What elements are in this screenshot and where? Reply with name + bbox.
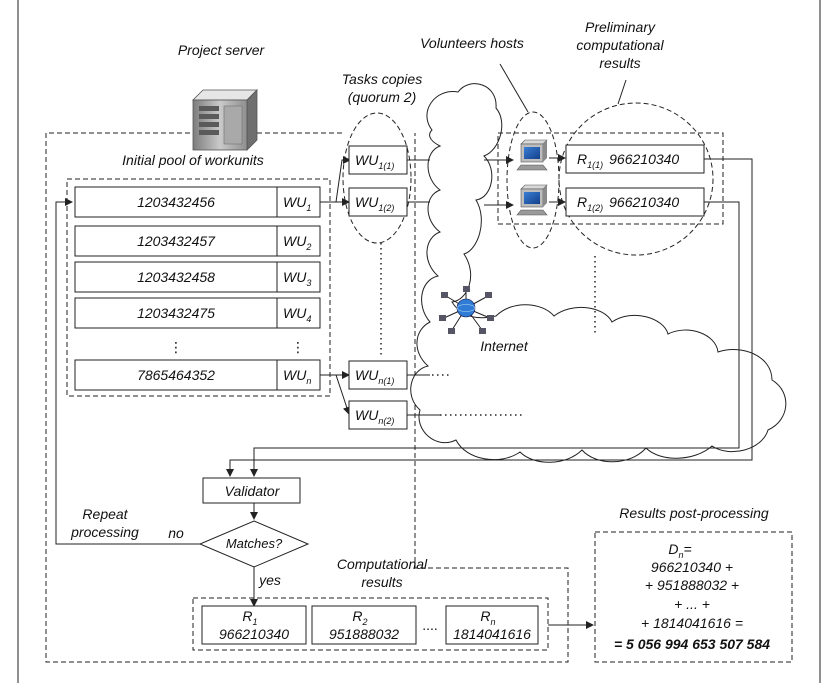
tasks-copies-label-2: (quorum 2) <box>348 89 416 105</box>
task-copy-label: WU1(2) <box>355 194 394 213</box>
task-copy-label: WU1(1) <box>355 152 394 171</box>
pool-row: 1203432456 WU1 <box>74 186 321 218</box>
pool-wu: WUn <box>283 367 311 386</box>
pool-wu: WU4 <box>283 305 311 324</box>
postprocessing-label: Results post-processing <box>619 505 769 521</box>
preliminary-label-2: computational <box>576 37 664 53</box>
matches-label: Matches? <box>226 536 283 551</box>
pool-row: 7865464352 WUn <box>74 359 321 391</box>
computational-results-label: Computational <box>337 556 428 572</box>
final-result-label: R1 <box>242 608 257 627</box>
validator-box <box>202 477 301 504</box>
task-copy: WUn(2) <box>348 400 408 430</box>
sum-line-1: 966210340 + <box>651 559 733 575</box>
internet-label: Internet <box>480 338 529 354</box>
task-copy-label: WUn(2) <box>355 407 394 426</box>
sum-line-3: + ... + <box>674 596 710 612</box>
sum-d: Dn= <box>668 541 691 560</box>
pool-ellipsis-right: ⋮ <box>291 339 305 355</box>
pool-wu: WU3 <box>283 269 311 288</box>
tasks-copies-label: Tasks copies <box>342 71 422 87</box>
no-label: no <box>168 525 184 541</box>
quorum-ellipse <box>342 112 412 244</box>
preliminary-result: R1(2)966210340 <box>565 187 705 217</box>
final-result-label: R2 <box>352 608 367 627</box>
initial-pool-label: Initial pool of workunits <box>122 152 264 168</box>
network-globe-icon <box>439 286 494 334</box>
pool-value: 1203432456 <box>137 194 215 210</box>
pool-row: 1203432458 WU3 <box>74 261 321 293</box>
task-copy-label: WUn(1) <box>355 367 394 386</box>
preliminary-result-label: R1(1)966210340 <box>577 151 679 170</box>
repeat-label-2: processing <box>70 524 139 540</box>
computer-icon <box>516 139 548 171</box>
initial-pool-region <box>66 178 331 397</box>
project-server-label: Project server <box>178 42 266 58</box>
pool-row: 1203432457 WU2 <box>74 225 321 257</box>
volunteers-hosts-label: Volunteers hosts <box>420 35 524 51</box>
server-icon <box>192 89 258 151</box>
validator-label: Validator <box>225 483 281 499</box>
pool-wu: WU1 <box>283 194 311 213</box>
preliminary-label-3: results <box>599 55 640 71</box>
postprocessing-box <box>594 531 793 663</box>
project-server-region <box>45 132 569 663</box>
preliminary-ellipse <box>558 102 714 256</box>
final-result-value: 1814041616 <box>453 626 531 642</box>
preliminary-result-label: R1(2)966210340 <box>577 194 679 213</box>
final-result-value: 951888032 <box>329 626 399 642</box>
task-copy: WU1(1) <box>348 145 408 175</box>
final-result: Rn 1814041616 <box>445 605 539 645</box>
computational-results-label-2: results <box>361 574 402 590</box>
computational-results-region <box>192 597 549 651</box>
pool-value: 7865464352 <box>137 367 215 383</box>
pool-row: 1203432475 WU4 <box>74 297 321 329</box>
final-result-value: 966210340 <box>219 626 289 642</box>
final-result: R2 951888032 <box>311 605 417 645</box>
final-result: R1 966210340 <box>201 605 307 645</box>
final-ellipsis: .... <box>422 617 438 633</box>
internet-cloud <box>410 83 787 463</box>
pool-wu: WU2 <box>283 233 311 252</box>
computer-icon <box>516 184 548 216</box>
volunteers-hosts-ellipse <box>506 111 560 249</box>
pool-ellipsis-left: ⋮ <box>169 339 183 355</box>
task-copy: WU1(2) <box>348 187 408 217</box>
preliminary-label: Preliminary <box>585 19 656 35</box>
pool-value: 1203432458 <box>137 269 215 285</box>
sum-line-4: + 1814041616 = <box>641 615 743 631</box>
host-results-region <box>497 132 724 225</box>
yes-label: yes <box>258 572 281 588</box>
pool-value: 1203432457 <box>137 233 216 249</box>
sum-total: = 5 056 994 653 507 584 <box>614 636 770 652</box>
task-copy: WUn(1) <box>348 360 408 390</box>
pool-value: 1203432475 <box>137 305 215 321</box>
preliminary-result: R1(1)966210340 <box>565 144 705 174</box>
repeat-label: Repeat <box>82 506 128 522</box>
final-result-label: Rn <box>480 608 495 627</box>
sum-line-2: + 951888032 + <box>645 577 739 593</box>
